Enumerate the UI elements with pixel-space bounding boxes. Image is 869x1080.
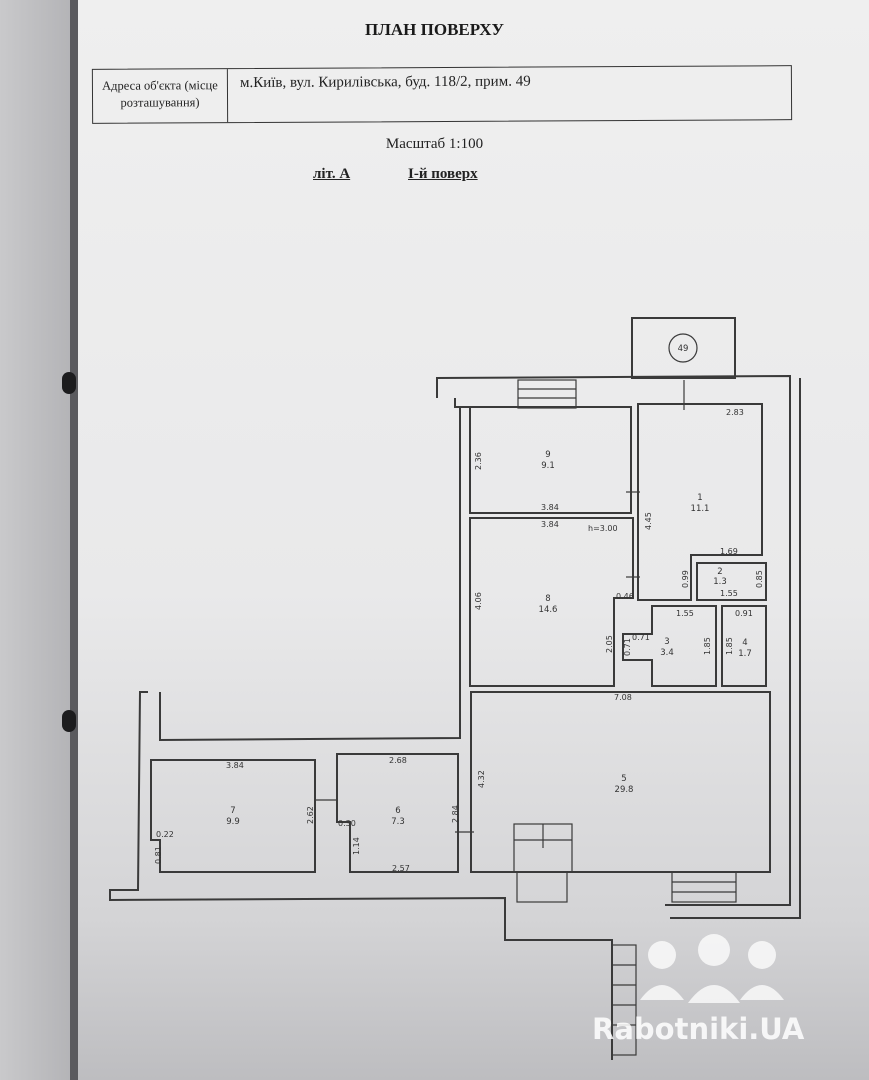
entrance-vestibule <box>631 317 736 379</box>
exterior-wall <box>670 378 801 919</box>
svg-text:2.62: 2.62 <box>306 806 315 824</box>
unit-number-circle <box>668 333 698 363</box>
svg-text:4.06: 4.06 <box>474 592 483 610</box>
room-label-5: 529.8 <box>615 774 634 795</box>
svg-text:2.36: 2.36 <box>474 452 483 470</box>
svg-text:2.05: 2.05 <box>605 635 614 653</box>
document-title: ПЛАН ПОВЕРХУ <box>365 20 504 39</box>
svg-text:4: 4 <box>742 638 747 648</box>
room-7 <box>150 759 316 873</box>
room-8 <box>469 517 634 687</box>
svg-text:0.91: 0.91 <box>735 609 753 618</box>
svg-text:2.84: 2.84 <box>451 805 460 823</box>
exterior-wall <box>109 691 613 1060</box>
svg-text:1: 1 <box>697 493 702 503</box>
paper-edge <box>70 0 78 1080</box>
svg-text:8: 8 <box>545 594 550 604</box>
svg-text:9.1: 9.1 <box>541 461 555 471</box>
svg-text:0.81: 0.81 <box>154 846 163 864</box>
svg-text:0.85: 0.85 <box>755 570 764 588</box>
stairs <box>671 871 737 903</box>
svg-text:2.57: 2.57 <box>392 864 410 873</box>
svg-text:11.1: 11.1 <box>691 504 710 514</box>
svg-text:14.6: 14.6 <box>539 605 558 615</box>
svg-text:2.83: 2.83 <box>726 408 744 417</box>
room-4 <box>721 605 767 687</box>
stair-landing <box>516 871 568 903</box>
binder-ring <box>62 710 76 732</box>
svg-text:7: 7 <box>230 806 235 816</box>
room-3 <box>622 605 717 687</box>
room-label-6: 67.3 <box>391 806 405 827</box>
svg-text:1.7: 1.7 <box>738 649 752 659</box>
room-9 <box>469 406 632 514</box>
svg-text:3: 3 <box>664 637 669 647</box>
svg-text:29.8: 29.8 <box>615 785 634 795</box>
svg-text:1.3: 1.3 <box>713 577 727 587</box>
svg-text:4.32: 4.32 <box>477 770 486 788</box>
floor-label: І-й поверх <box>408 166 478 182</box>
room-label-7: 79.9 <box>226 806 240 827</box>
room-2 <box>696 562 767 601</box>
room-6 <box>336 753 459 873</box>
svg-text:9: 9 <box>545 450 550 460</box>
room-5 <box>470 691 771 873</box>
svg-text:2: 2 <box>717 567 722 577</box>
svg-text:3.84: 3.84 <box>226 761 244 770</box>
ceiling-height: h=3.00 <box>588 524 618 533</box>
watermark-text: Rabotniki.UA <box>592 1012 805 1046</box>
svg-text:0.71: 0.71 <box>632 633 650 642</box>
background-surface <box>0 0 70 1080</box>
exterior-stairs <box>611 944 637 1056</box>
svg-text:1.85: 1.85 <box>703 637 712 655</box>
binder-ring <box>62 372 76 394</box>
unit-number: 49 <box>678 344 689 354</box>
interior-wall <box>159 408 461 742</box>
svg-text:7.08: 7.08 <box>614 693 632 702</box>
svg-text:1.14: 1.14 <box>352 837 361 855</box>
svg-text:0.46: 0.46 <box>616 592 634 601</box>
svg-text:3.84: 3.84 <box>541 520 559 529</box>
svg-text:5: 5 <box>621 774 626 784</box>
svg-text:6: 6 <box>395 806 400 816</box>
exterior-wall <box>454 398 470 408</box>
svg-text:1.69: 1.69 <box>720 547 738 556</box>
room-1 <box>637 403 763 601</box>
svg-text:4.45: 4.45 <box>644 512 653 530</box>
svg-text:3.84: 3.84 <box>541 503 559 512</box>
watermark-logo-icon <box>640 934 784 1003</box>
building-letter: літ. А <box>313 166 351 182</box>
exterior-wall <box>436 374 791 906</box>
svg-text:2.68: 2.68 <box>389 756 407 765</box>
room-label-3: 33.4 <box>660 637 674 658</box>
svg-text:1.55: 1.55 <box>720 589 738 598</box>
stairs <box>517 379 577 409</box>
svg-text:1.85: 1.85 <box>725 637 734 655</box>
room-label-2: 21.3 <box>713 567 727 587</box>
svg-text:0.30: 0.30 <box>338 819 356 828</box>
dimension-labels: 2.83 2.36 3.84 3.84 4.45 1.69 0.99 0.85 … <box>154 408 764 873</box>
svg-text:0.71: 0.71 <box>623 638 632 656</box>
svg-text:7.3: 7.3 <box>391 817 405 827</box>
svg-text:1.55: 1.55 <box>676 609 694 618</box>
svg-text:3.4: 3.4 <box>660 648 674 658</box>
scale-label: Масштаб 1:100 <box>385 136 484 152</box>
svg-text:0.99: 0.99 <box>681 570 690 588</box>
room-label-4: 41.7 <box>738 638 752 659</box>
room-label-8: 814.6 <box>539 594 558 615</box>
room-label-1: 111.1 <box>691 493 710 514</box>
svg-text:0.22: 0.22 <box>156 830 174 839</box>
svg-text:9.9: 9.9 <box>226 817 240 827</box>
room-label-9: 99.1 <box>541 450 555 471</box>
